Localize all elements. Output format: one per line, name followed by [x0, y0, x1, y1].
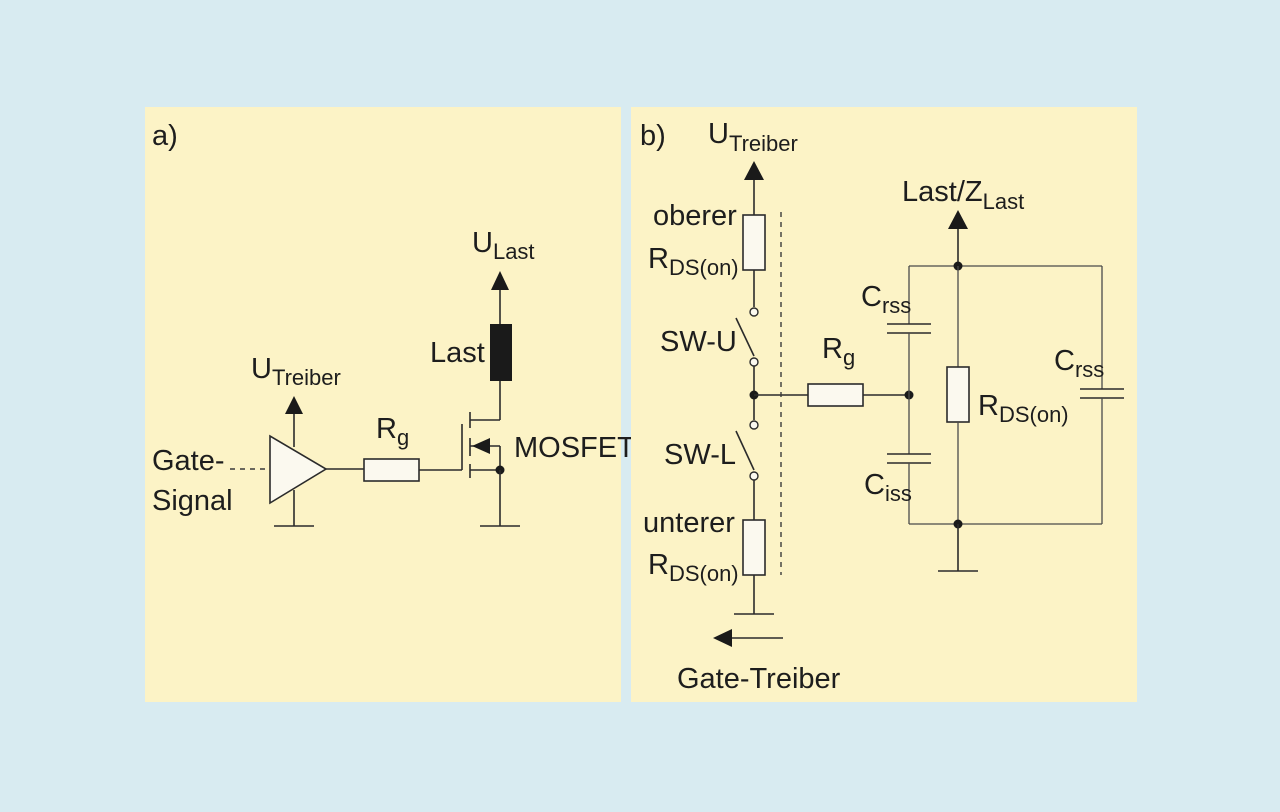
lower-rds-resistor	[742, 519, 766, 576]
rds-on-label: RDS(on)	[978, 390, 1069, 427]
load-label: Last	[430, 337, 485, 369]
driver-supply-arrow	[285, 396, 303, 414]
upper-rds-resistor	[742, 214, 766, 271]
gate-signal-label-2: Signal	[152, 485, 233, 517]
panel-a-background	[145, 107, 621, 702]
gate-resistor	[363, 458, 420, 482]
sw-l-label: SW-L	[664, 439, 736, 471]
lower-rds-label: unterer	[643, 507, 735, 539]
panel-a-tag: a)	[152, 120, 178, 152]
sw-u-label: SW-U	[660, 326, 737, 358]
sw-u-bottom-contact	[749, 357, 759, 367]
upper-rds-value: RDS(on)	[648, 243, 739, 280]
panel-a: a) Gate- Signal UTreiber Rg MOS	[145, 107, 635, 702]
gate-driver-label: Gate-Treiber	[677, 663, 841, 695]
sw-l-bottom-contact	[749, 471, 759, 481]
sw-u-blade	[735, 317, 755, 357]
panel-b-background	[631, 107, 1137, 702]
load-supply-arrow	[491, 271, 509, 290]
panel-a-ulast-label: ULast	[472, 227, 535, 264]
load-inductor	[490, 324, 512, 381]
upper-rds-label: oberer	[653, 200, 737, 232]
sw-l-blade	[735, 430, 755, 471]
mosfet-symbol	[461, 412, 505, 478]
crss-left-label: Crss	[861, 281, 911, 318]
gate-driver-arrow-head	[713, 629, 732, 647]
panel-b-gate-resistor	[807, 383, 864, 407]
panel-b-utreiber-label: UTreiber	[708, 118, 798, 156]
panel-a-utreiber-label: UTreiber	[251, 353, 341, 390]
lower-rds-value: RDS(on)	[648, 549, 739, 586]
crss-right-label: Crss	[1054, 345, 1104, 382]
sw-l-top-contact	[749, 420, 759, 430]
sw-u-top-contact	[749, 307, 759, 317]
gate-signal-label: Gate-	[152, 445, 225, 477]
driver-amplifier	[269, 434, 328, 505]
panel-b: b) UTreiber oberer RDS(on) SW-U SW-L unt…	[631, 107, 1137, 702]
panel-a-rg-label: Rg	[376, 413, 409, 450]
panel-b-rg-label: Rg	[822, 333, 855, 370]
load-impedance-label: Last/ZLast	[902, 176, 1024, 214]
panel-b-supply-arrow	[744, 161, 764, 180]
ciss-label: Ciss	[864, 469, 912, 506]
panel-b-tag: b)	[640, 120, 666, 152]
rds-on-resistor	[946, 366, 970, 423]
load-supply-arrow-b	[948, 210, 968, 229]
mosfet-label: MOSFET	[514, 432, 635, 464]
